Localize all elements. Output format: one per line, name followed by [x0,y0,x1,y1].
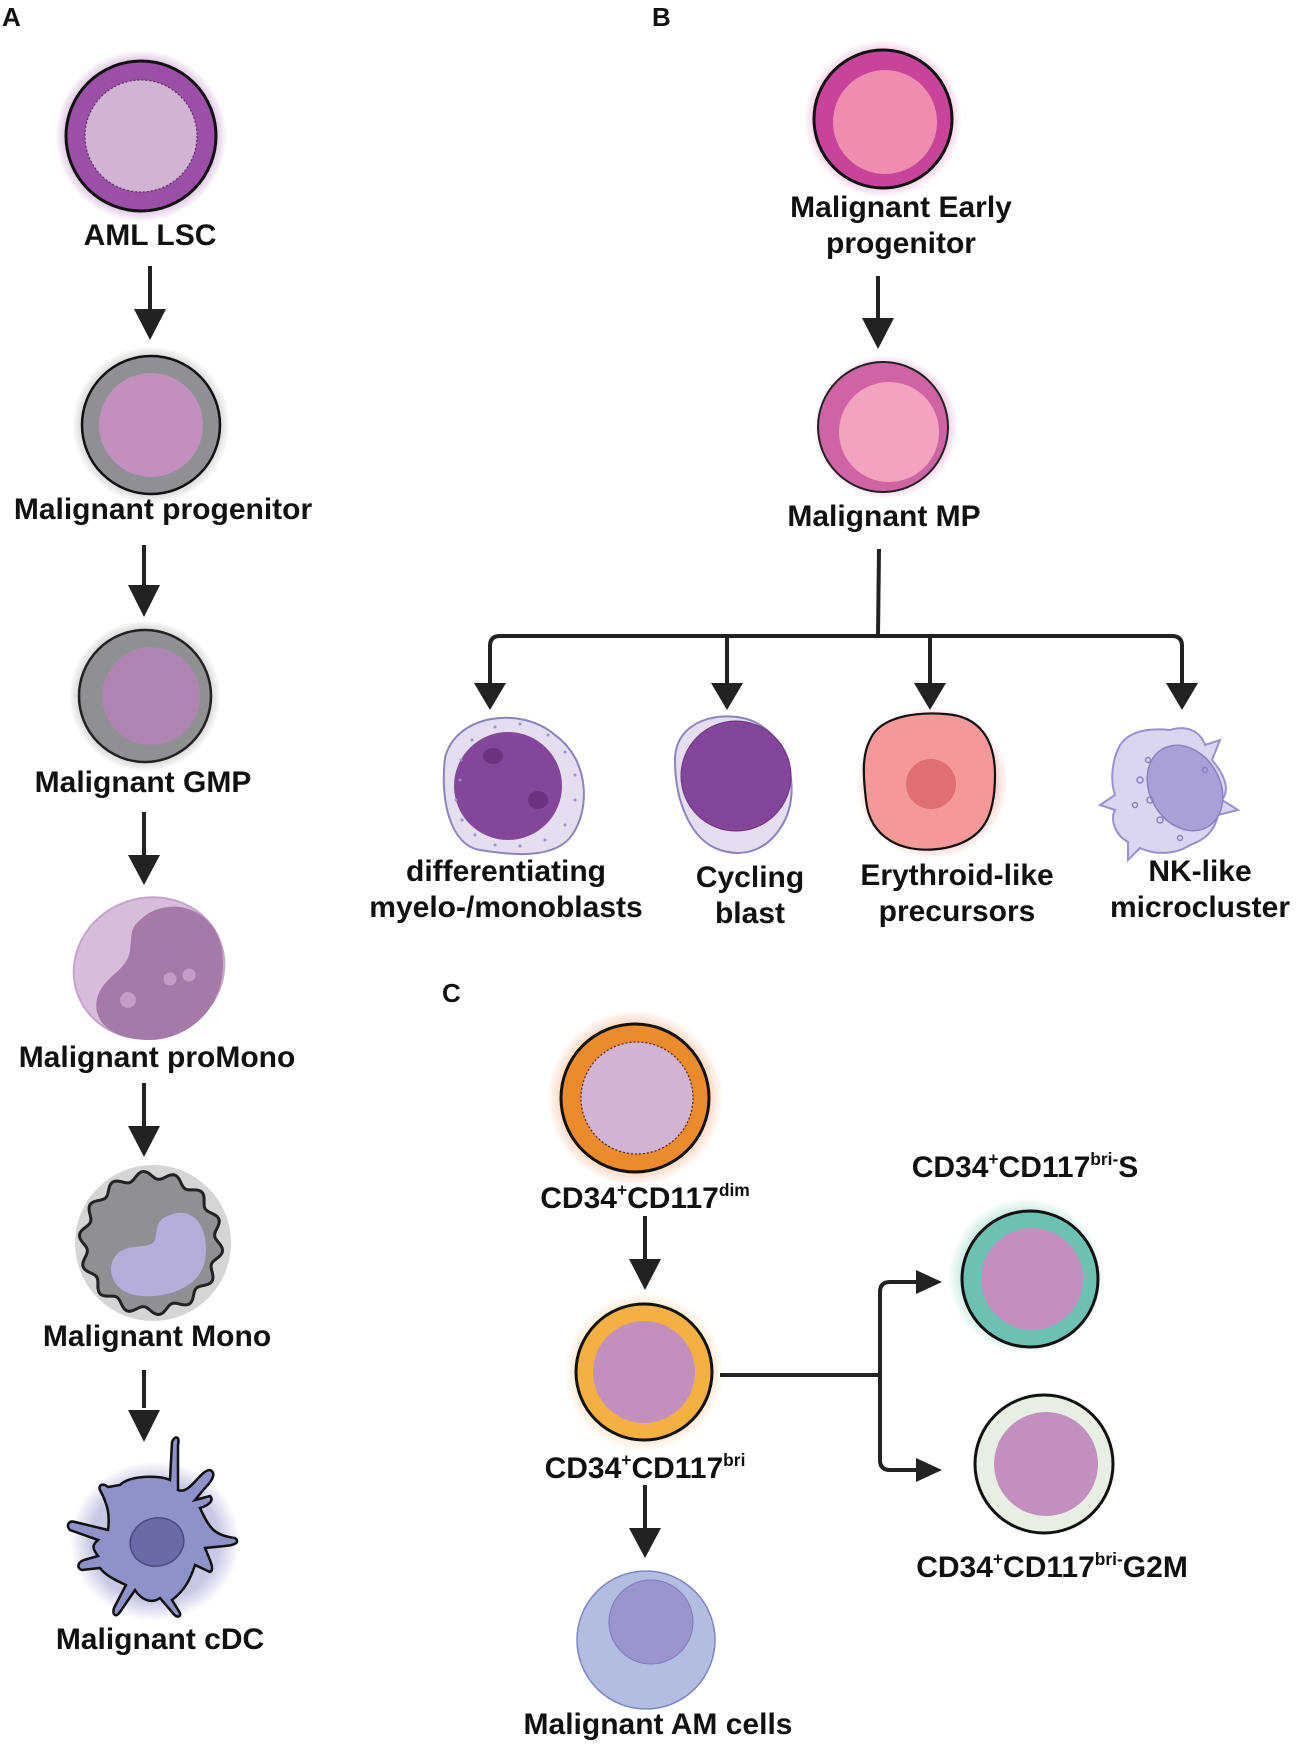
cell-malignant-cdc [66,1436,240,1621]
label-base: CD34 [911,1151,989,1184]
label-sup: + [616,1179,628,1200]
cell-aml-lsc [55,50,227,222]
label-cd34-cd117bri: CD34+CD117bri [544,1449,746,1487]
label-mid: CD117 [627,1182,719,1215]
cell-cd34-cd117bri-s [948,1198,1104,1354]
label-malignant-promono: Malignant proMono [18,1041,296,1074]
cell-malignant-mono [75,1165,231,1321]
label-cd34-cd117bri-s: CD34+CD117bri-S [911,1148,1139,1186]
label-sup: dim [718,1179,750,1200]
cell-nk-like-microcluster [1097,727,1241,863]
label-base: CD34 [544,1452,622,1485]
label-mid: CD117 [631,1452,724,1485]
label-cycling-blast: Cycling blast [696,860,804,932]
cell-malignant-mp [814,355,958,499]
cell-differentiating-myelo-monoblasts [442,716,585,856]
label-mid: CD117 [998,1151,1091,1184]
cell-malignant-progenitor [72,346,230,504]
arrow-c2 [629,1485,661,1558]
label-line: Malignant Early [790,191,1012,224]
label-malignant-progenitor: Malignant progenitor [13,493,313,526]
label-malignant-gmp: Malignant GMP [34,766,252,799]
label-aml-lsc: AML LSC [83,219,217,252]
label-line: Cycling [695,861,805,894]
cell-cd34-cd117bri [564,1292,724,1452]
label-erythroid-like-precursors: Erythroid-like precursors [860,858,1053,930]
label-differentiating-myelo-monoblasts: differentiating myelo-/monoblasts [369,854,642,926]
label-line: progenitor [826,227,976,260]
cell-malignant-early-progenitor [804,40,962,198]
cell-malignant-gmp [69,620,221,772]
arrow-a3 [128,812,160,885]
arrow-c1 [629,1216,661,1290]
label-line: precursors [878,895,1036,928]
label-malignant-cdc: Malignant cDC [55,1623,265,1656]
label-base: CD34 [916,1551,993,1584]
label-line: differentiating [405,855,606,888]
label-cd34-cd117bri-g2m: CD34+CD117bri-G2M [916,1548,1188,1586]
branch-connector-b [474,548,1198,710]
cell-malignant-am-cells [576,1570,716,1710]
label-line: myelo-/monoblasts [369,891,643,924]
label-sup: + [992,1548,1004,1569]
label-cd34-cd117dim: CD34+CD117dim [540,1179,750,1217]
label-sup: bri- [1094,1548,1123,1569]
label-line: NK-like [1148,855,1252,888]
cell-cd34-cd117bri-g2m [973,1393,1115,1535]
cell-malignant-promono [72,896,226,1040]
split-connector-c [720,1270,942,1482]
cell-cd34-cd117dim [547,1010,723,1186]
label-line: Erythroid-like [860,859,1054,892]
label-line: blast [714,897,786,930]
label-sup: + [988,1148,999,1169]
arrow-a1 [134,266,166,340]
label-suffix: G2M [1122,1551,1188,1584]
arrow-a5 [128,1370,160,1442]
label-line: microcluster [1109,891,1291,924]
label-malignant-am-cells: Malignant AM cells [523,1708,793,1741]
label-sup: + [621,1449,632,1470]
label-mid: CD117 [1003,1551,1095,1584]
label-sup: bri- [1090,1148,1119,1169]
label-malignant-early-progenitor: Malignant Early progenitor [790,190,1012,262]
arrow-b1 [862,276,894,349]
label-malignant-mono: Malignant Mono [42,1320,272,1353]
label-suffix: S [1118,1151,1139,1184]
label-malignant-mp: Malignant MP [787,500,981,533]
cell-cycling-blast [673,715,793,854]
panel-letter-c: C [442,978,461,1008]
cell-erythroid-like-precursors [856,707,1008,859]
arrow-a2 [128,545,160,617]
arrow-a4 [128,1083,160,1157]
panel-letter-a: A [2,2,21,32]
label-nk-like-microcluster: NK-like microcluster [1110,854,1290,926]
panel-letter-b: B [652,2,671,32]
label-base: CD34 [540,1182,617,1215]
label-sup: bri [723,1449,746,1470]
